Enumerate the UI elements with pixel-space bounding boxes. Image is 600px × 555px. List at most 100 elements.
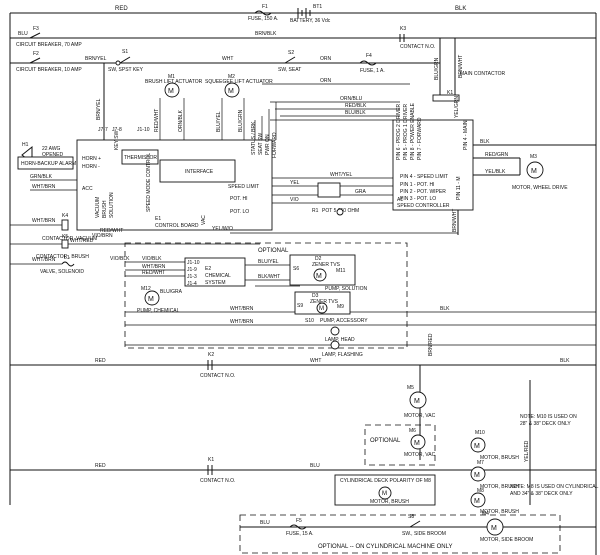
breaker-row: F3 CIRCUIT BREAKER, 70 AMP F2 CIRCUIT BR…: [10, 26, 596, 95]
a1-pin7: PIN 7 - FORWARD: [417, 117, 423, 160]
m2-glyph: M: [228, 88, 234, 95]
wire-label-yelred: YEL/RED: [524, 440, 530, 462]
fuse-f5-symbol: [289, 524, 307, 530]
lower-section: RED K2 CONTACT N.O. WHT BLK BRN/RED M M5…: [10, 333, 599, 554]
breaker-f2-ref: F2: [33, 51, 39, 57]
wire-label-brnblk: BRN/BLK: [255, 31, 277, 37]
actuators: M M1 BRUSH LIFT ACTUATOR M M2 SQUEEGEE L…: [96, 63, 410, 140]
vac-m5-ref: M5: [407, 385, 414, 391]
a1-main: PIN 4 - MAIN: [463, 120, 469, 150]
contact-k1-ref: K1: [208, 457, 214, 463]
a1-box: [392, 119, 474, 211]
wire-label-wht-lower: WHT: [310, 358, 321, 364]
seat-switch-label: SW, SEAT: [278, 67, 301, 73]
lamp-flash-label: LAMP, FLASHING: [322, 352, 363, 358]
brush-lift-ref: M1: [168, 74, 175, 80]
wire-label-blublk: BLU/BLK: [345, 110, 366, 116]
wire-label-blu: BLU: [18, 31, 28, 37]
chemical-system: SYSTEM: [205, 280, 226, 286]
wheel-drive-ref: M3: [530, 154, 537, 160]
wire-label-red-lower: RED: [95, 358, 106, 364]
m12-glyph: M: [148, 296, 154, 303]
breaker-f3-switch: [29, 32, 41, 39]
lamp-head-label: LAMP, HEAD: [325, 337, 355, 343]
pot-e-marker: [336, 208, 344, 216]
wire-label-redwht-opt: RED/WHT: [142, 270, 165, 276]
fuse-f1-label: FUSE, 150 A.: [248, 16, 278, 22]
lamp-s10: S10: [305, 318, 314, 324]
a1-pin2: PIN 2 - POT. WIPER: [400, 189, 446, 195]
brush-m7-ref: M7: [477, 460, 484, 466]
brush-m8-ref: M8: [477, 488, 484, 494]
wire-label-whtred: WHT/RED: [70, 238, 94, 244]
valve-ref: L1: [64, 255, 70, 261]
e1-pin-j77: J7-7: [98, 127, 108, 133]
sol-d2: D2: [315, 256, 322, 262]
chemical-e2: E2: [205, 266, 211, 272]
cyl-brush-motor-icon: [378, 486, 392, 500]
chem-pin-j14: J1-4: [187, 281, 197, 287]
key-switch-label: SW, SPST KEY: [108, 67, 144, 73]
wheel-drive-motor-icon: [526, 161, 544, 179]
wire-label-redwht: RED/WHT: [154, 109, 160, 132]
side-broom-switch-label: SW., SIDE BROOM: [402, 531, 446, 537]
key-switch-contact: [115, 60, 121, 66]
k1-ref: K1: [447, 90, 453, 96]
seat-switch-ref: S2: [288, 50, 294, 56]
e1-box: [76, 139, 273, 231]
a1-label: SPEED CONTROLLER: [397, 203, 450, 209]
wire-label-blk-lower: BLK: [560, 358, 570, 364]
a1-pin6: PIN 6 - PROG 2 DRIVER: [396, 103, 402, 160]
horn-ref: H1: [22, 142, 29, 148]
brush-motor-m7-icon: [470, 466, 486, 482]
horn-awg: 22 AWG: [42, 146, 61, 152]
brush-m7-label: MOTOR, BRUSH: [480, 484, 519, 490]
chem-pump-label: PUMP, CHEMICAL: [137, 308, 180, 314]
side-broom-motor-ref: M4: [482, 511, 489, 517]
side-broom-switch-ref: S8: [408, 514, 414, 520]
chemical-chem: CHEMICAL: [205, 273, 231, 279]
wire-label-orn-2: ORN: [320, 78, 332, 84]
brush-m8-label: MOTOR, BRUSH: [480, 509, 519, 515]
e1-status: STATUS / BRK: [251, 121, 257, 155]
note-m8-b: AND 34" & 38" DECK ONLY: [510, 491, 573, 497]
note-m10-a: NOTE: M10 IS USED ON: [520, 414, 577, 420]
wire-label-whtbrn-lamp: WHT/BRN: [230, 319, 254, 325]
e1-seatsw: SEAT SW: [258, 133, 264, 155]
wire-label-whtbrn-horn: WHT/BRN: [32, 184, 56, 190]
solution-pump-icon: [313, 268, 327, 282]
brush-m10-ref: M10: [475, 430, 485, 436]
k5-coil: [61, 239, 69, 249]
m6-glyph: M: [414, 440, 420, 447]
chem-pin-j110: J1-10: [187, 260, 200, 266]
a1-pin5: PIN 5 - PROG 1 DRIVER: [403, 103, 409, 160]
wire-label-red: RED: [115, 6, 128, 12]
wire-label-blugrn: BLU/GRN: [434, 57, 440, 80]
sol-label: PUMP, SOLUTION: [325, 286, 368, 292]
battery-icon: [297, 8, 311, 18]
cyl-brush-label: MOTOR, BRUSH: [370, 499, 409, 505]
top-rail: RED BLK F1 FUSE, 150 A. BT1 BATTERY, 36 …: [9, 4, 597, 555]
wire-label-blu-lower: BLU: [310, 463, 320, 469]
speed-controller: SPEED CONTROLLER A1 PIN 6 - PROG 2 DRIVE…: [392, 102, 596, 235]
e1-pwron: PWR ON: [265, 134, 271, 155]
wire-label-whtbrn-opt: WHT/BRN: [142, 264, 166, 270]
e1-pothi: POT. HI: [230, 196, 248, 202]
wire-label-redgrn: RED/GRN: [485, 152, 508, 158]
breaker-f3-label: CIRCUIT BREAKER, 70 AMP: [16, 42, 82, 48]
wire-label-orn: ORN: [320, 56, 332, 62]
head-lamp-icon: [330, 326, 340, 336]
brush-lift-label: BRUSH LIFT ACTUATOR: [145, 79, 203, 85]
breaker-f2-label: CIRCUIT BREAKER, 10 AMP: [16, 67, 82, 73]
horn-plus-label: HORN +: [82, 156, 101, 162]
m4-glyph: M: [491, 525, 497, 532]
wire-label-redwht-k: RED/WHT: [100, 228, 123, 234]
interface-label: INTERFACE: [185, 169, 214, 175]
valve-coil-symbol: [61, 261, 75, 267]
battery-ref: BT1: [313, 4, 322, 10]
chem-pin-j13: J1-3: [187, 274, 197, 280]
e1-label: CONTROL BOARD: [155, 223, 199, 229]
k5-ref: K5: [62, 234, 68, 240]
